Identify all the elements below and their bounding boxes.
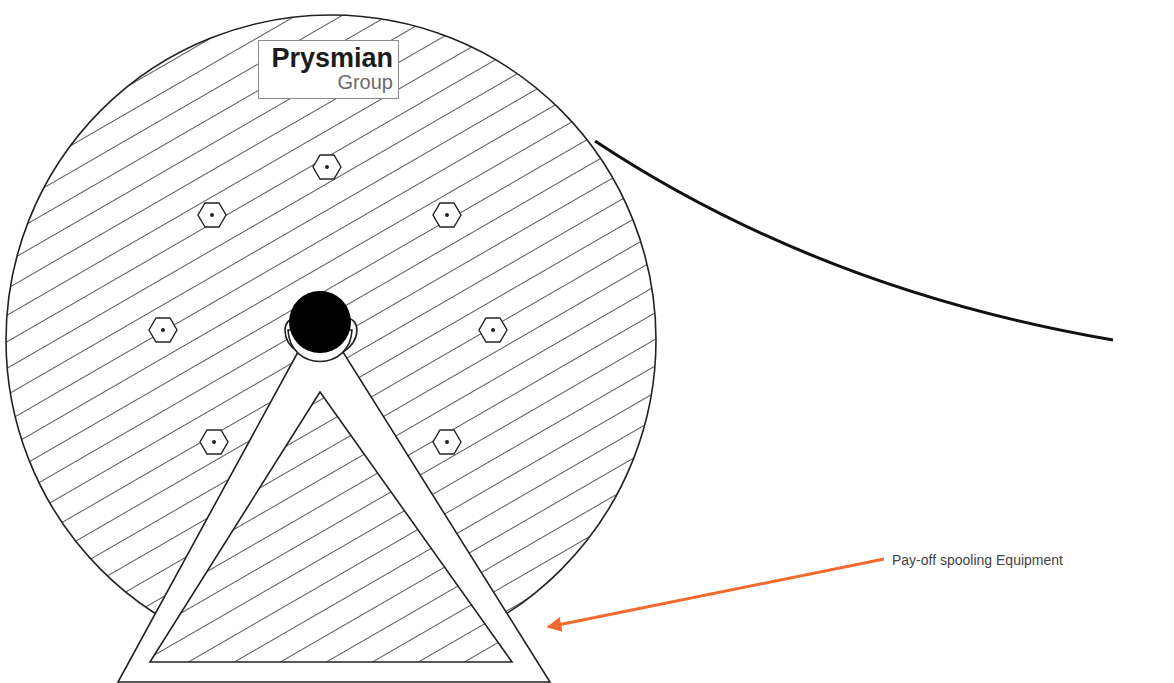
reel-flange [6,15,656,665]
bolt [433,203,461,227]
bolt [149,318,177,342]
stand-opening [150,392,512,662]
cable [595,141,1113,340]
leader-arrow [548,559,884,627]
logo-box: PrysmianGroup [258,40,399,99]
logo-subname: Group [264,72,393,92]
bolt [479,318,507,342]
callout-label: Pay-off spooling Equipment [892,551,1063,569]
bolt [198,203,226,227]
logo-name: Prysmian [264,44,393,72]
bolt [313,155,341,179]
bolt [200,430,228,454]
bolt [433,430,461,454]
axle [289,291,351,353]
stand-frame [118,352,550,682]
